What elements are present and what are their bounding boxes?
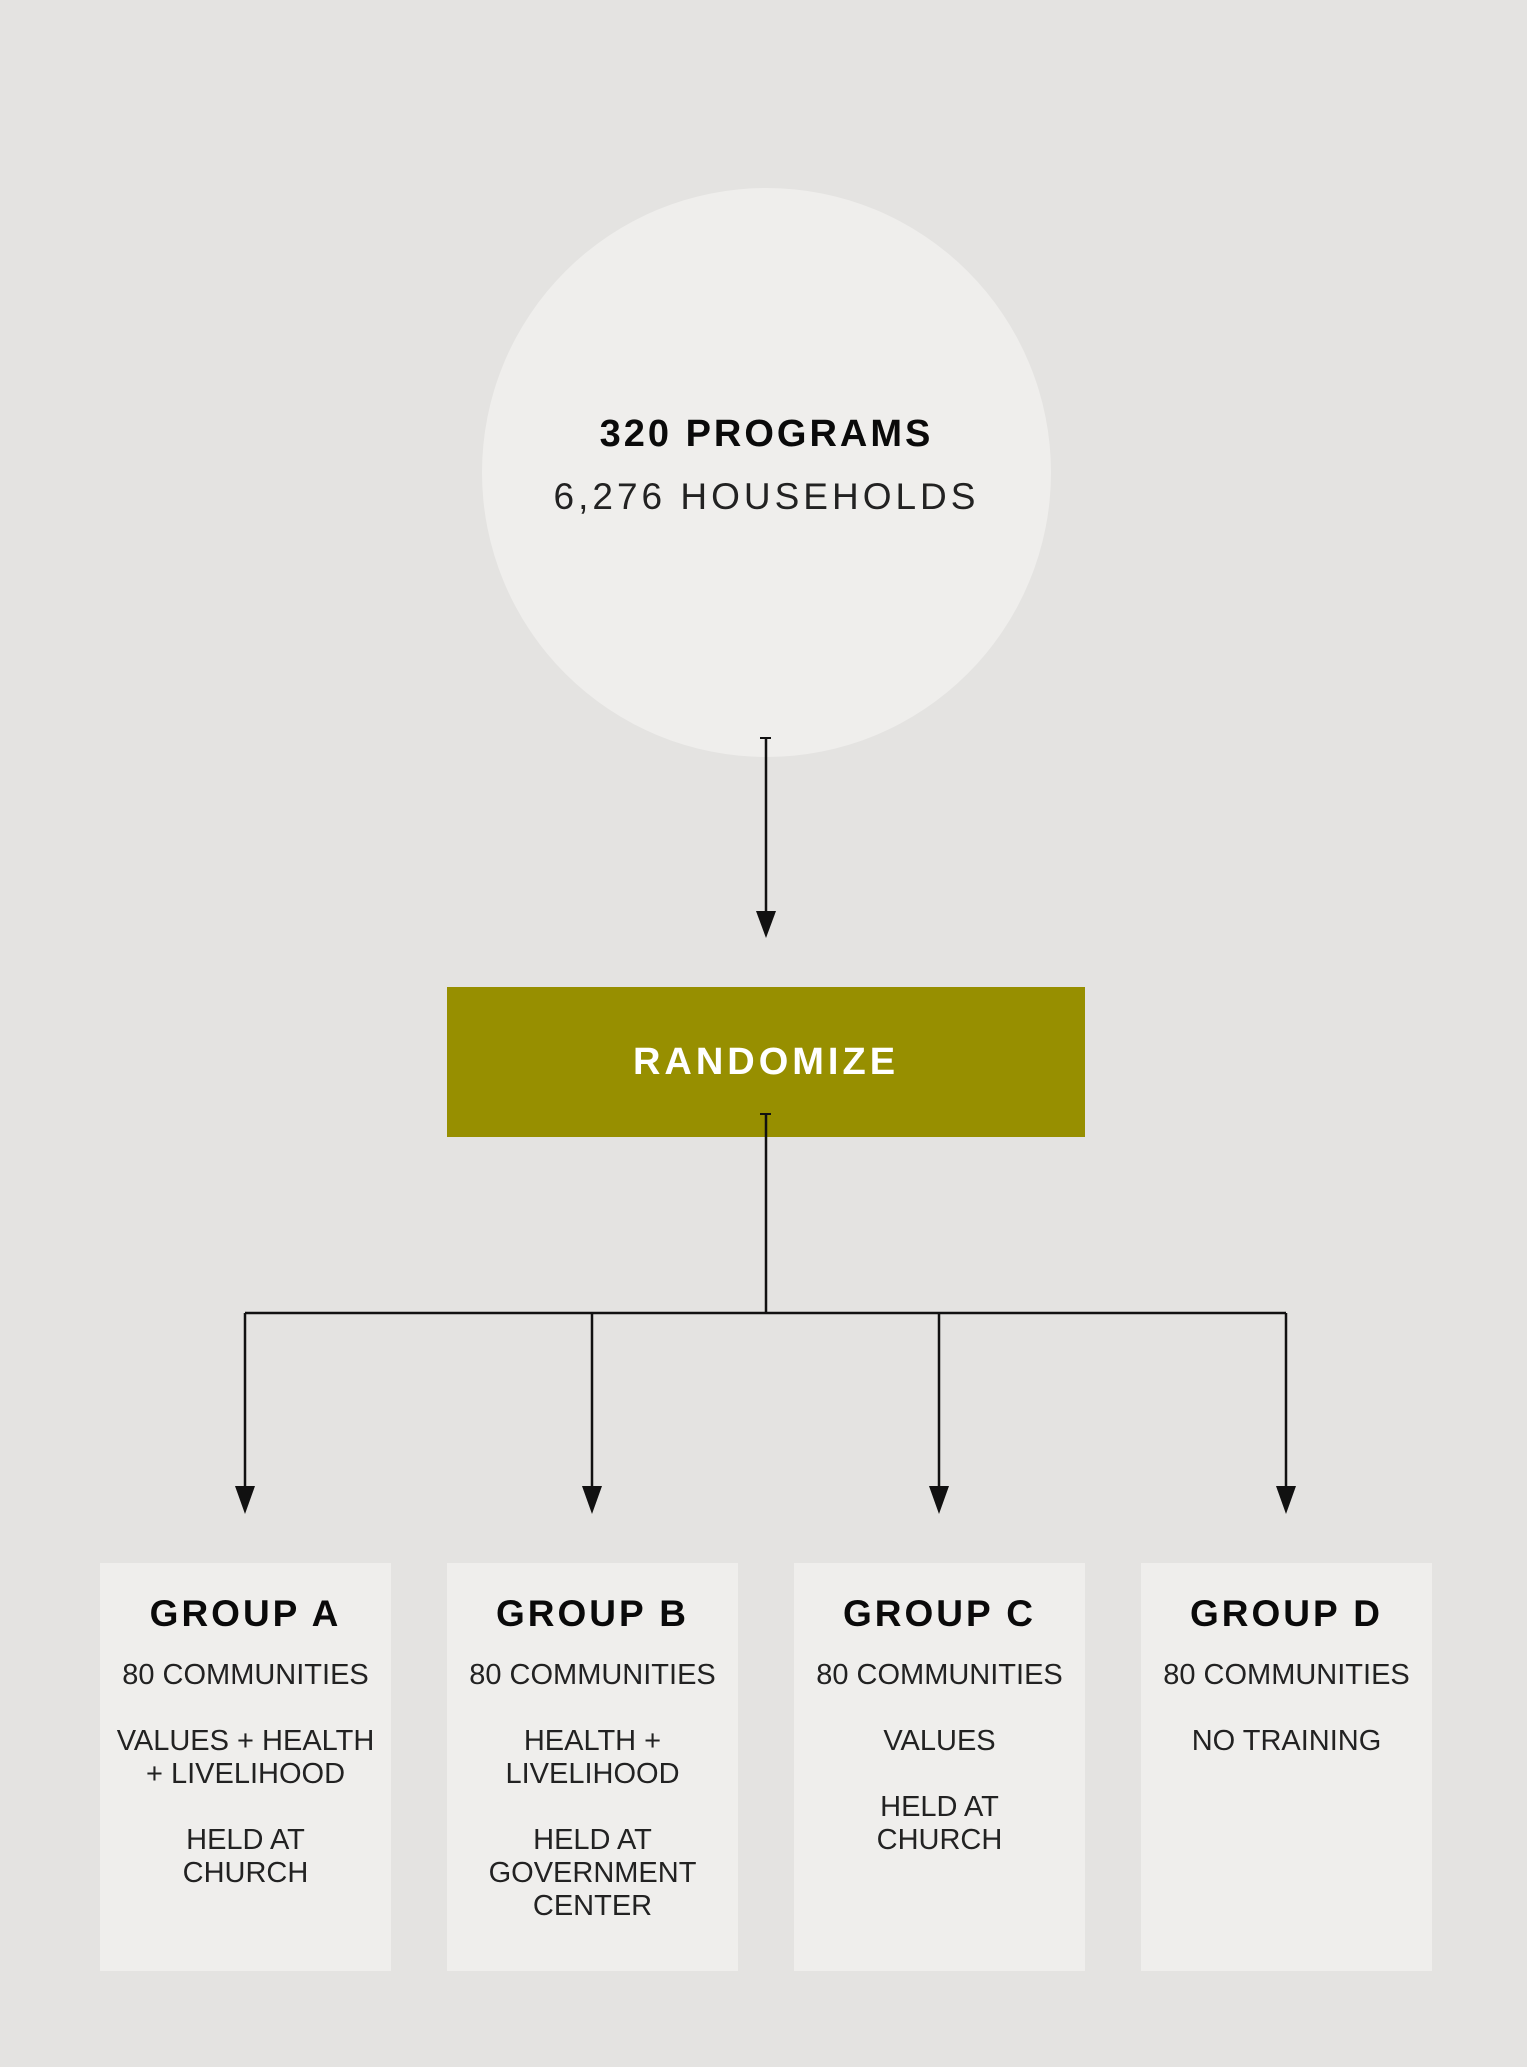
group-d-training: NO TRAINING	[1191, 1725, 1382, 1757]
arrow-group-b	[582, 1486, 602, 1514]
group-c-location: HELD AT CHURCH	[876, 1791, 1003, 1856]
group-a-location: HELD AT CHURCH	[182, 1824, 309, 1889]
group-b-box: GROUP B 80 COMMUNITIES HEALTH + LIVELIHO…	[447, 1563, 738, 1971]
arrow-group-d	[1276, 1486, 1296, 1514]
randomize-box: RANDOMIZE	[447, 987, 1085, 1137]
group-b-title: GROUP B	[495, 1593, 689, 1634]
randomize-label: RANDOMIZE	[632, 1040, 900, 1083]
programs-circle	[482, 188, 1051, 757]
arrow-group-a	[235, 1486, 255, 1514]
group-a-title: GROUP A	[149, 1593, 342, 1634]
group-b-communities: 80 COMMUNITIES	[469, 1659, 716, 1691]
group-a-box: GROUP A 80 COMMUNITIES VALUES + HEALTH +…	[100, 1563, 391, 1971]
programs-count: 320 PROGRAMS	[599, 413, 934, 455]
group-b-training: HEALTH + LIVELIHOOD	[505, 1725, 680, 1790]
group-b-location: HELD AT GOVERNMENT CENTER	[488, 1824, 697, 1922]
group-d-title: GROUP D	[1189, 1593, 1383, 1634]
group-a-training: VALUES + HEALTH + LIVELIHOOD	[116, 1725, 375, 1790]
group-c-box: GROUP C 80 COMMUNITIES VALUES HELD AT CH…	[794, 1563, 1085, 1971]
group-a-communities: 80 COMMUNITIES	[122, 1659, 369, 1691]
group-d-communities: 80 COMMUNITIES	[1163, 1659, 1410, 1691]
group-d-box: GROUP D 80 COMMUNITIES NO TRAINING	[1141, 1563, 1432, 1971]
arrow-to-randomize	[756, 911, 776, 938]
group-c-title: GROUP C	[842, 1593, 1036, 1634]
arrow-group-c	[929, 1486, 949, 1514]
group-c-training: VALUES	[883, 1725, 996, 1757]
households-count: 6,276 HOUSEHOLDS	[553, 476, 980, 517]
group-c-communities: 80 COMMUNITIES	[816, 1659, 1063, 1691]
